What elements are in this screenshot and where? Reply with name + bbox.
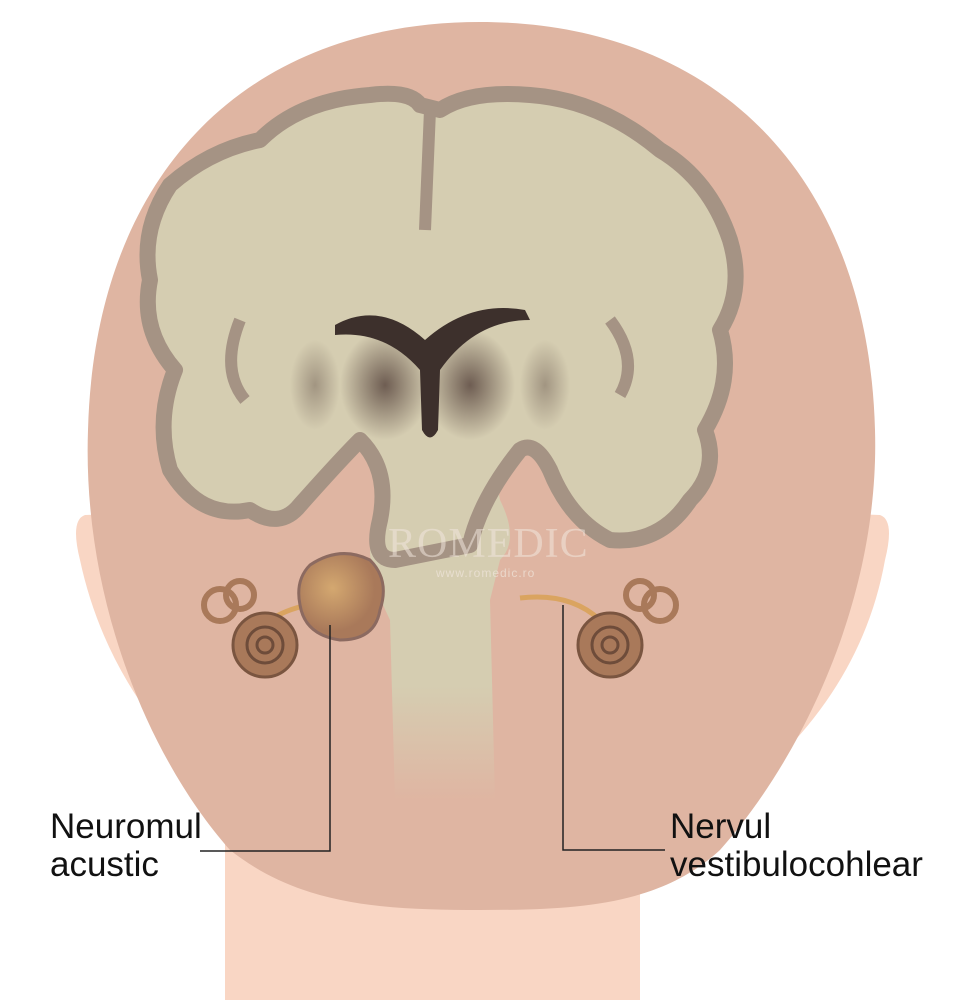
- label-line: acustic: [50, 845, 159, 884]
- right-cochlea: [576, 578, 679, 679]
- ventricle: [335, 308, 530, 438]
- left-leader-line: [200, 625, 331, 852]
- longitudinal-fissure: [419, 109, 436, 231]
- label-line: Nervul: [670, 807, 772, 846]
- tumor: [297, 552, 385, 642]
- watermark-brand: ROMEDIC: [388, 521, 589, 567]
- label-line: Neuromul: [50, 807, 202, 846]
- label-vestibulocochlear-nerve: Nervul vestibulocohlear: [670, 808, 923, 884]
- right-leader-line: [562, 605, 665, 851]
- label-acoustic-neuroma: Neuromul acustic: [50, 808, 202, 884]
- watermark-url: www.romedic.ro: [436, 566, 536, 580]
- label-line: vestibulocohlear: [670, 845, 923, 884]
- right-sulcus: [605, 316, 634, 398]
- left-cochlea: [201, 578, 299, 679]
- right-nerve: [519, 594, 602, 622]
- left-sulcus: [225, 317, 250, 404]
- brain: [139, 85, 744, 568]
